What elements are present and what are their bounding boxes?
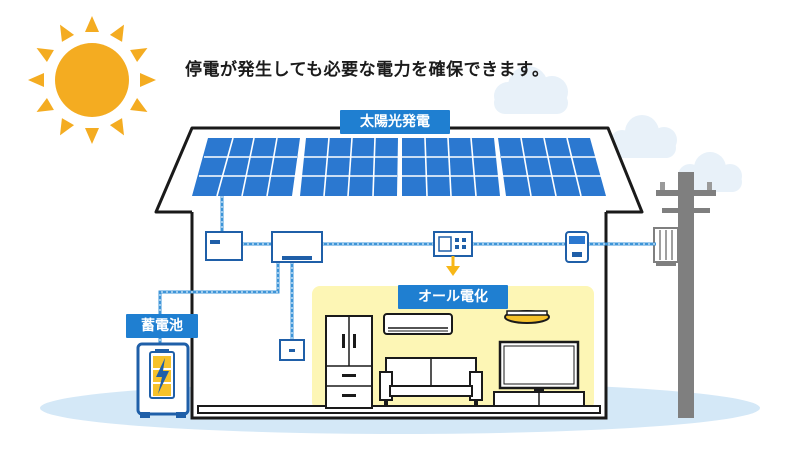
floor — [197, 405, 601, 414]
energy-monitor-icon — [433, 231, 473, 257]
battery-controller-icon — [279, 339, 305, 361]
refrigerator-icon — [325, 315, 373, 409]
solar-panel-icon — [300, 137, 398, 197]
sun-icon — [28, 16, 156, 144]
power-meter-icon — [565, 231, 589, 263]
solar-panel-icon — [402, 137, 500, 197]
cloud-icon — [610, 115, 677, 158]
pole-transformer-icon — [653, 227, 679, 266]
cloud-icon — [494, 66, 568, 114]
sofa-icon — [379, 357, 483, 406]
air-conditioner-icon — [383, 313, 453, 335]
arrow-down-icon — [446, 256, 460, 276]
solar-label: 太陽光発電 — [340, 110, 450, 134]
utility-pole-icon — [656, 172, 716, 418]
lightning-icon — [156, 358, 169, 394]
power-conditioner-icon — [205, 231, 243, 261]
tv-stand-icon — [493, 391, 585, 407]
solar-panel-icon — [192, 137, 300, 197]
distribution-board-icon — [271, 231, 323, 263]
solar-panel-icon — [498, 137, 606, 197]
all-electric-label: オール電化 — [398, 285, 508, 309]
headline: 停電が発生しても必要な電力を確保できます。 — [185, 60, 550, 80]
television-icon — [498, 340, 580, 392]
battery-label: 蓄電池 — [126, 314, 198, 338]
ceiling-light-icon — [504, 310, 550, 324]
battery-icon — [136, 342, 190, 418]
